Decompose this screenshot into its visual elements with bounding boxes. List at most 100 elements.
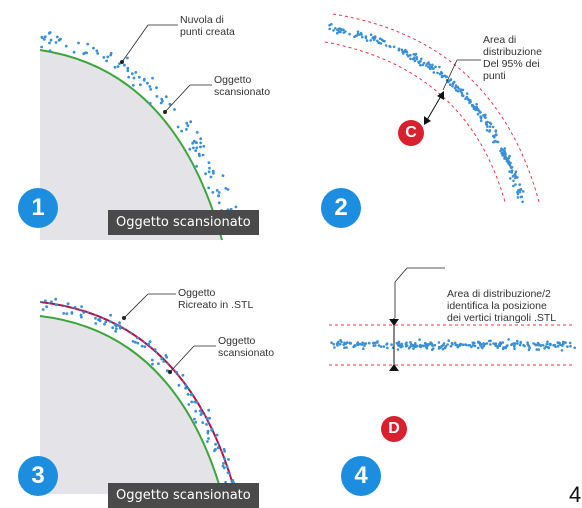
- scan-point: [544, 345, 548, 348]
- scan-point: [70, 311, 74, 314]
- scan-point: [126, 56, 129, 60]
- scan-point: [333, 346, 336, 349]
- scan-point: [434, 65, 437, 69]
- scan-point: [569, 344, 572, 348]
- scan-point: [148, 101, 152, 105]
- scan-point: [488, 125, 492, 128]
- scan-point: [461, 343, 465, 346]
- scan-point: [201, 421, 205, 424]
- scan-point: [562, 340, 565, 344]
- scan-point: [456, 345, 459, 349]
- scan-point: [137, 75, 141, 79]
- scan-point: [449, 78, 453, 81]
- scan-point: [201, 153, 205, 157]
- scan-point: [48, 41, 51, 45]
- scan-point: [225, 465, 229, 469]
- scan-point: [195, 146, 199, 150]
- scan-point: [173, 108, 176, 111]
- scan-point: [151, 76, 154, 80]
- scan-point: [227, 458, 230, 461]
- scan-point: [134, 71, 138, 74]
- scan-point: [175, 370, 179, 374]
- scan-point: [189, 120, 193, 124]
- scan-point: [207, 408, 211, 412]
- scan-point: [54, 303, 58, 307]
- scan-point: [472, 344, 475, 347]
- scan-point: [102, 56, 106, 59]
- scan-point: [504, 346, 507, 350]
- scan-point: [481, 346, 484, 350]
- step-badge-4: 4: [341, 456, 381, 496]
- scan-point: [518, 183, 521, 186]
- scan-point: [109, 320, 112, 323]
- scan-point: [431, 67, 435, 70]
- scan-point: [517, 188, 520, 192]
- scan-point: [64, 44, 68, 48]
- scan-point: [109, 313, 112, 317]
- scan-point: [454, 343, 457, 347]
- scan-point: [450, 341, 454, 345]
- scan-point: [452, 80, 456, 84]
- scan-point: [131, 83, 135, 87]
- scan-point: [362, 347, 365, 350]
- scan-point: [445, 75, 448, 78]
- scan-point: [48, 31, 51, 35]
- scan-point: [207, 437, 210, 440]
- scan-point: [40, 45, 43, 49]
- panel-2-graphic: [324, 13, 540, 204]
- scan-point: [223, 457, 227, 461]
- scan-point: [441, 347, 445, 351]
- scan-point: [209, 175, 213, 179]
- scan-point: [199, 137, 203, 141]
- scan-point: [453, 86, 457, 90]
- scan-point: [194, 149, 198, 153]
- callout-cloud-label: Nuvola di punti creata: [180, 14, 235, 38]
- scan-point: [505, 158, 508, 161]
- scan-point: [198, 409, 202, 413]
- scan-point: [421, 344, 424, 347]
- scan-point: [506, 160, 510, 163]
- scan-point: [438, 65, 441, 69]
- scanned-object-label: Oggetto scansionato: [108, 210, 259, 235]
- scan-point: [516, 196, 520, 199]
- scan-point: [192, 146, 195, 150]
- scan-point: [98, 318, 101, 321]
- scan-point: [432, 71, 436, 74]
- scan-point: [160, 357, 164, 361]
- scan-point: [431, 63, 434, 67]
- scan-point: [207, 186, 211, 190]
- scan-point: [363, 344, 366, 347]
- scan-point: [425, 346, 429, 350]
- scan-point: [454, 89, 458, 92]
- scan-point: [109, 53, 113, 57]
- scan-point: [441, 344, 445, 347]
- scan-point: [215, 189, 219, 192]
- scan-point: [431, 343, 434, 346]
- scan-point: [80, 315, 83, 319]
- scan-point: [383, 39, 386, 43]
- scan-point: [501, 341, 504, 344]
- scanned-surface-line: [39, 49, 223, 241]
- scan-point: [226, 188, 230, 191]
- scan-point: [464, 97, 467, 100]
- scan-point: [151, 362, 154, 366]
- scan-point: [360, 33, 363, 36]
- scan-point: [339, 27, 342, 31]
- scan-point: [217, 191, 221, 194]
- scan-point: [446, 343, 449, 346]
- scan-point: [195, 164, 199, 168]
- scan-point: [482, 342, 485, 345]
- scan-point: [473, 341, 476, 345]
- scan-point: [148, 340, 152, 343]
- scan-point: [349, 342, 352, 345]
- callout-leader-area-diag: [442, 59, 458, 91]
- step-badge-3: 3: [18, 456, 58, 496]
- scan-point: [493, 140, 496, 143]
- stl-surface-line: [39, 301, 235, 489]
- scan-point: [482, 344, 486, 348]
- half-band-arrow-bottom: [389, 364, 399, 371]
- scan-point: [501, 154, 504, 157]
- scan-point: [336, 343, 339, 346]
- scan-point: [492, 342, 495, 345]
- callout-dot-cloud: [120, 60, 124, 64]
